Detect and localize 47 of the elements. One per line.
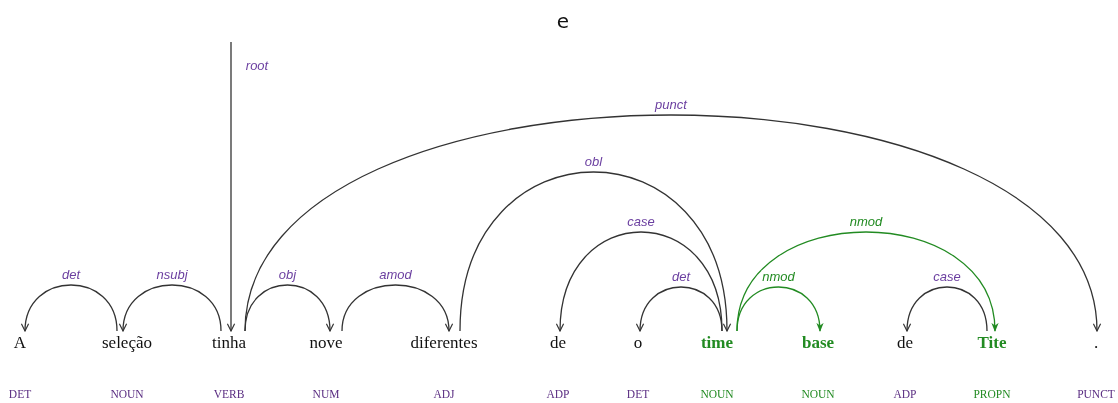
edge-label: nmod: [761, 270, 796, 284]
edge-label: det: [670, 270, 692, 284]
edge-label: punct: [654, 98, 688, 112]
part-of-speech-tag: NOUN: [110, 387, 144, 401]
edge-label: root: [244, 59, 270, 73]
edge-label: det: [60, 268, 82, 282]
title: e: [556, 8, 570, 34]
arrow: [244, 284, 334, 332]
arrow: [636, 286, 723, 332]
word: seleção: [102, 331, 152, 355]
part-of-speech-tag: DET: [8, 387, 32, 401]
arrow: [736, 231, 998, 332]
arrow: [244, 114, 1100, 332]
part-of-speech-tag: PROPN: [973, 387, 1011, 401]
part-of-speech-tag: ADP: [546, 387, 570, 401]
arrow: [21, 284, 118, 332]
word: o: [633, 331, 643, 355]
part-of-speech-tag: DET: [626, 387, 650, 401]
edge-label: nsubj: [155, 268, 189, 282]
part-of-speech-tag: PUNCT: [1077, 387, 1115, 401]
part-of-speech-tag: NUM: [312, 387, 340, 401]
part-of-speech-tag: ADJ: [433, 387, 455, 401]
arrow: [226, 41, 236, 332]
arrow: [119, 284, 222, 332]
word: nove: [309, 331, 343, 355]
word: Tite: [977, 331, 1007, 355]
word: diferentes: [410, 331, 478, 355]
arrow: [341, 284, 453, 332]
word: A: [13, 331, 27, 355]
part-of-speech-tag: NOUN: [801, 387, 835, 401]
part-of-speech-tag: ADP: [893, 387, 917, 401]
arrow: [556, 231, 723, 332]
word: base: [801, 331, 835, 355]
word: de: [897, 331, 913, 355]
arrow: [903, 286, 988, 332]
edge-label: obj: [277, 268, 298, 282]
word: time: [700, 331, 734, 355]
edge-label: amod: [378, 268, 413, 282]
edge-label: nmod: [848, 215, 884, 229]
arrow: [736, 286, 823, 332]
word: tinha: [212, 331, 246, 355]
part-of-speech-tag: NOUN: [700, 387, 734, 401]
word: de: [550, 331, 566, 355]
edge-label: obl: [583, 155, 604, 169]
part-of-speech-tag: VERB: [213, 387, 245, 401]
word: .: [1093, 331, 1099, 355]
arrow: [459, 171, 731, 332]
